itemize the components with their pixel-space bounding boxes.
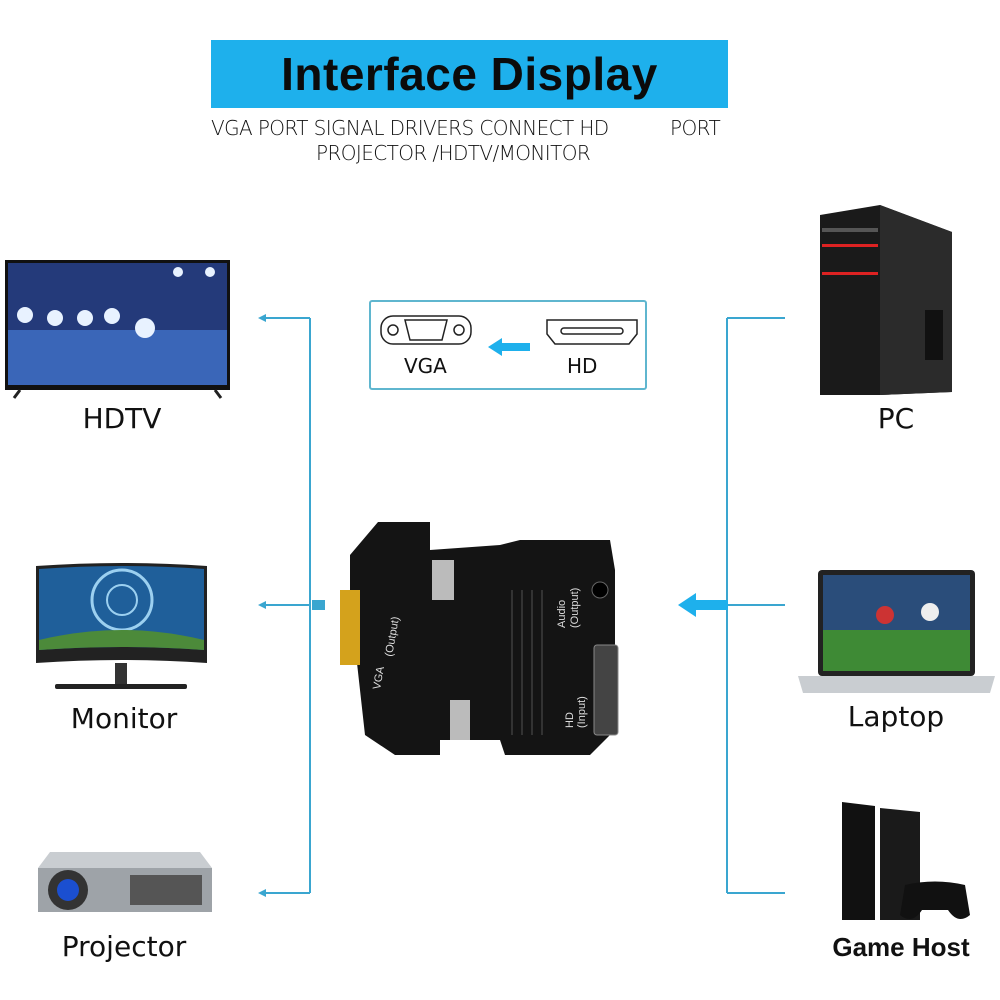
laptop-icon bbox=[798, 570, 995, 693]
page-title: Interface Display bbox=[281, 48, 658, 100]
adapter-vga-label: VGA bbox=[371, 665, 387, 691]
monitor-icon bbox=[36, 563, 207, 689]
arrow-into-adapter-icon bbox=[678, 593, 728, 617]
label-projector: Projector bbox=[61, 930, 187, 963]
legend-vga-label: VGA bbox=[404, 354, 447, 378]
adapter-hd-label: HD bbox=[564, 712, 576, 728]
adapter-audio-label: Audio bbox=[556, 600, 568, 628]
thumbscrew-top bbox=[432, 560, 454, 600]
subtitle-line2: PROJECTOR /HDTV/MONITOR bbox=[316, 141, 591, 165]
label-pc: PC bbox=[877, 402, 915, 435]
left-connector bbox=[262, 317, 311, 894]
label-monitor: Monitor bbox=[70, 702, 178, 735]
projector-icon bbox=[38, 852, 212, 912]
audio-jack bbox=[591, 581, 609, 599]
port-legend: VGA HD bbox=[369, 300, 647, 390]
thumbscrew-bottom bbox=[450, 700, 470, 740]
legend-hd-label: HD bbox=[567, 354, 598, 378]
adapter-audio-sub: (Output) bbox=[569, 588, 581, 628]
tv-icon bbox=[5, 260, 230, 399]
label-hdtv: HDTV bbox=[82, 402, 162, 435]
arrow-to-hdtv-icon bbox=[258, 314, 266, 322]
label-laptop: Laptop bbox=[847, 700, 945, 733]
title-banner: Interface Display bbox=[211, 40, 728, 108]
legend-graphics bbox=[380, 315, 638, 356]
legend-arrow-icon bbox=[488, 338, 530, 356]
left-stub bbox=[312, 600, 325, 610]
label-game-host: Game Host bbox=[832, 932, 970, 962]
hd-port bbox=[593, 644, 619, 736]
adapter-hd-sub: (Input) bbox=[576, 696, 588, 728]
vga-port-icon bbox=[380, 315, 472, 345]
arrow-to-monitor-icon bbox=[258, 601, 266, 609]
adapter-image: VGA (Output) Audio (Output) HD (Input) bbox=[340, 522, 619, 755]
hd-port-icon bbox=[546, 319, 638, 345]
vga-pins bbox=[340, 590, 360, 665]
subtitle-line1-port: PORT bbox=[670, 116, 721, 140]
arrow-to-projector-icon bbox=[258, 889, 266, 897]
subtitle-line1: VGA PORT SIGNAL DRIVERS CONNECT HD bbox=[211, 116, 609, 140]
game-console-icon bbox=[842, 802, 970, 920]
pc-tower-icon bbox=[820, 205, 952, 395]
